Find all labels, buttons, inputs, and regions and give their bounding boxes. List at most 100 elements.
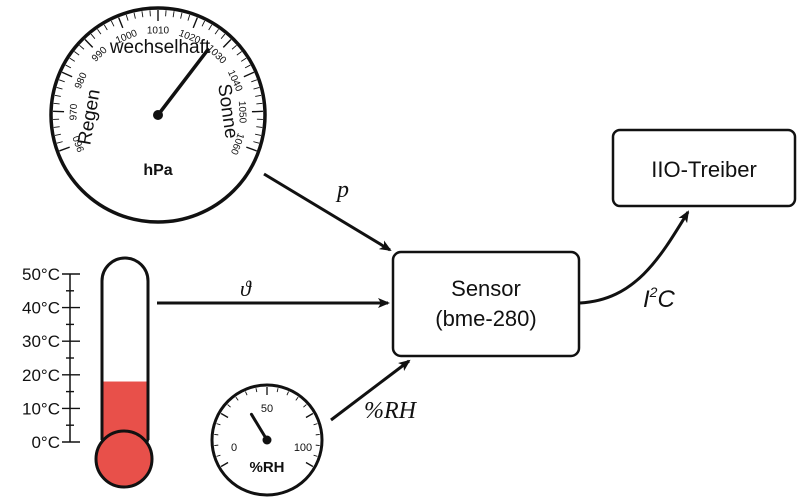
hygrometer-tick	[276, 388, 279, 393]
hygrometer-tick	[216, 454, 221, 457]
barometer-tick	[180, 12, 183, 19]
thermometer-bulb	[94, 429, 154, 489]
hygrometer-unit: %RH	[249, 459, 284, 476]
hygrometer-tick	[313, 454, 318, 457]
hygrometer-needle	[249, 412, 269, 442]
thermometer-scale: 0°C 10°C 20°C 30°C 40°C 50°C	[22, 265, 80, 452]
barometer-tick	[214, 28, 219, 35]
barometer-tick	[53, 126, 60, 128]
barometer-tick	[53, 102, 60, 105]
driver-box-frame	[611, 128, 797, 208]
barometer-tick-label: 1010	[147, 26, 170, 37]
barometer-tick	[251, 79, 258, 83]
barometer-tick	[220, 33, 226, 40]
thermometer-ticks	[62, 273, 80, 443]
barometer-tick	[133, 12, 136, 19]
barometer-tick	[97, 28, 102, 35]
barometer-tick	[255, 133, 262, 136]
barometer-needle	[156, 48, 210, 117]
barometer-tick	[65, 64, 72, 69]
barometer-tick	[125, 14, 129, 21]
barometer-tick-label: 970	[68, 103, 80, 120]
hygrometer-tick	[220, 412, 229, 419]
driver-label: IIO-Treiber	[651, 157, 757, 182]
barometer-tick	[56, 141, 63, 144]
hygrometer-ticks	[214, 387, 320, 468]
barometer-tick	[243, 71, 255, 78]
pressure-arrow-label: p	[335, 177, 349, 203]
thermometer-tick-label: 30°C	[22, 332, 60, 351]
barometer-tick	[192, 17, 198, 29]
barometer-tick-label: 960	[71, 134, 87, 154]
barometer-tick	[255, 94, 262, 97]
humidity-arrow	[330, 359, 411, 422]
barometer-hub	[153, 110, 163, 120]
hygrometer-tick	[303, 404, 307, 408]
barometer-word-wechselhaft: wechselhaft	[109, 37, 211, 58]
barometer-tick	[84, 38, 94, 48]
hygrometer-tick	[255, 388, 258, 393]
barometer-tick	[240, 57, 247, 62]
sensor-box: Sensor (bme-280)	[391, 250, 581, 358]
thermometer-tick-label: 40°C	[22, 299, 60, 318]
hygrometer-tick	[305, 412, 314, 419]
barometer-tick	[54, 94, 61, 97]
barometer-tick	[54, 133, 61, 136]
humidity-arrow-label: %RH	[364, 398, 418, 424]
barometer-tick	[141, 11, 144, 18]
barometer-tick	[74, 51, 80, 56]
bus-label-sup: 2	[649, 284, 658, 300]
barometer-tick	[236, 51, 242, 56]
barometer-tick	[118, 17, 124, 29]
sensor-box-frame	[391, 250, 581, 358]
bus-label-base: I	[643, 286, 650, 313]
barometer-tick	[79, 44, 85, 50]
hygrometer-tick	[305, 461, 314, 468]
bus-arrow-label: I2C	[643, 284, 675, 313]
hygrometer-tick	[245, 391, 248, 396]
hygrometer-tick	[235, 396, 239, 401]
barometer-tick	[90, 33, 96, 40]
hygrometer-tick	[216, 423, 221, 426]
barometer-tick	[256, 102, 263, 105]
hygrometer-tick	[313, 423, 318, 426]
sensor-label-line1: Sensor	[451, 276, 521, 301]
hygrometer-tick	[227, 404, 231, 408]
barometer-tick	[69, 57, 76, 62]
barometer-tick	[256, 126, 263, 128]
temperature-arrow-label: ϑ	[240, 276, 252, 301]
barometer-tick	[110, 20, 115, 27]
driver-box: IIO-Treiber	[611, 128, 797, 208]
barometer-tick	[103, 24, 108, 31]
pressure-arrow	[263, 172, 392, 252]
thermometer	[94, 256, 154, 489]
barometer-tick	[208, 24, 213, 31]
hygrometer-label-50: 50	[261, 403, 273, 415]
bus-arrow	[579, 210, 690, 305]
hygrometer-label-0: 0	[231, 442, 237, 454]
barometer-tick	[187, 14, 191, 21]
barometer-tick	[231, 44, 237, 50]
barometer-ticks	[53, 10, 263, 152]
hygrometer-tick	[220, 461, 229, 468]
thermometer-tick-label: 0°C	[31, 433, 60, 452]
sensor-label-line2: (bme-280)	[435, 306, 536, 331]
thermometer-tick-labels: 0°C 10°C 20°C 30°C 40°C 50°C	[22, 265, 60, 452]
barometer-tick	[59, 146, 70, 152]
barometer-unit: hPa	[143, 162, 172, 179]
hygrometer-label-100: 100	[294, 442, 312, 454]
thermometer-tick-label: 20°C	[22, 366, 60, 385]
barometer-tick	[201, 20, 206, 27]
hygrometer-hub	[262, 435, 272, 445]
thermometer-tick-label: 50°C	[22, 265, 60, 284]
barometer-tick	[246, 146, 257, 152]
hygrometer-tick	[295, 396, 299, 401]
barometer-tick-label: 1050	[236, 101, 248, 124]
barometer-tick	[222, 38, 232, 48]
barometer-tick	[56, 87, 63, 90]
barometer-tick	[172, 11, 175, 18]
thermometer-tick-label: 10°C	[22, 399, 60, 418]
